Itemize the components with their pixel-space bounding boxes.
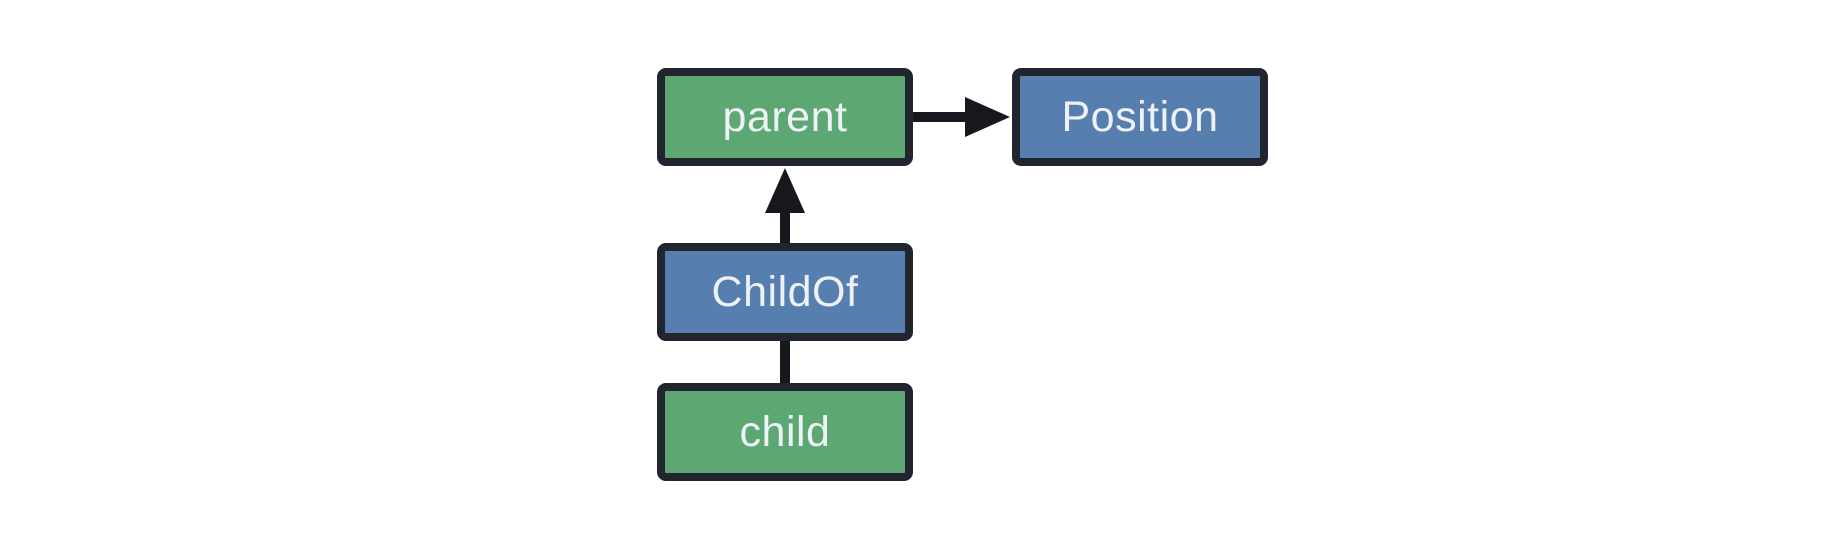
edge-childof-parent: [765, 168, 805, 245]
node-parent: parent: [657, 68, 913, 166]
arrowhead-icon: [765, 168, 805, 213]
node-label: Position: [1061, 92, 1219, 141]
edge-parent-position: [911, 97, 1010, 137]
node-label: parent: [722, 92, 848, 141]
arrowhead-icon: [965, 97, 1010, 137]
node-position: Position: [1012, 68, 1268, 166]
node-label: child: [739, 407, 831, 456]
node-child: child: [657, 383, 913, 481]
node-label: ChildOf: [711, 267, 859, 316]
node-childof: ChildOf: [657, 243, 913, 341]
